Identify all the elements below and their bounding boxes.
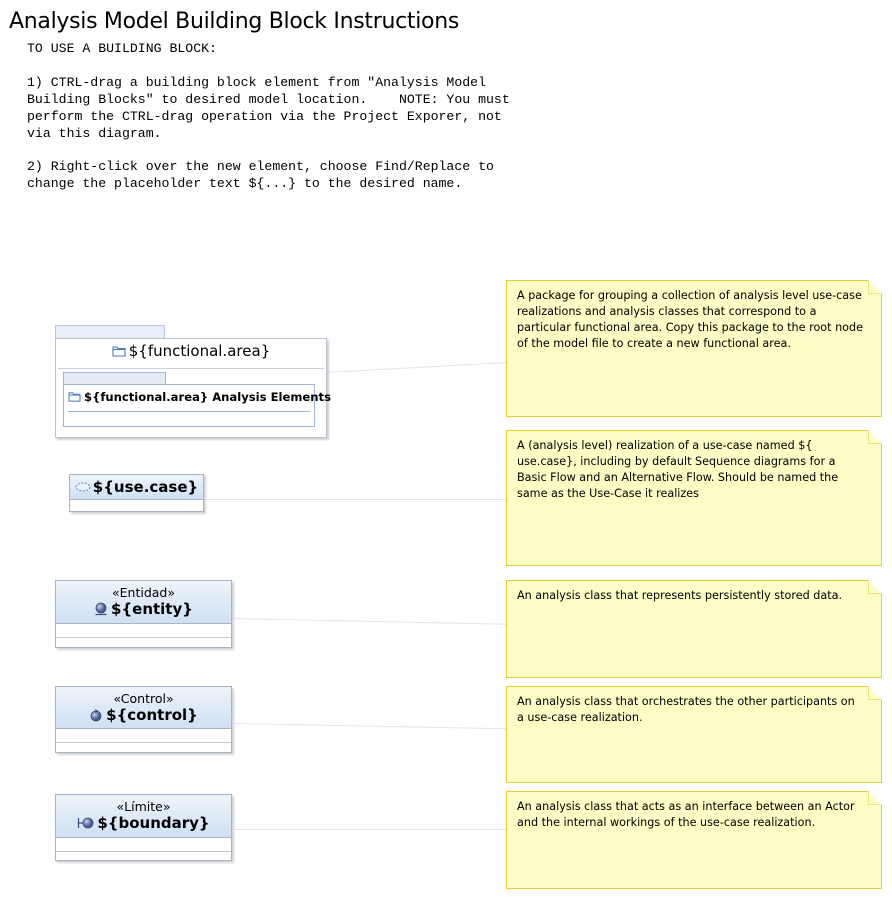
use-case-note-text: A (analysis level) realization of a use-…	[517, 439, 839, 500]
entity-icon	[95, 602, 107, 616]
control-class[interactable]: «Control» ${control}	[55, 686, 232, 753]
inner-package-header: ${functional.area} Analysis Elements	[68, 390, 331, 404]
boundary-note-text: An analysis class that acts as an interf…	[517, 800, 855, 829]
boundary-class[interactable]: «Límite» ${boundary}	[55, 794, 232, 861]
analysis-elements-package[interactable]: ${functional.area} Analysis Elements	[63, 384, 331, 427]
package-note-text: A package for grouping a collection of a…	[517, 289, 863, 350]
folder-icon	[112, 346, 126, 357]
control-name-row: ${control}	[56, 706, 231, 724]
note-fold-icon	[868, 686, 882, 700]
control-header: «Control» ${control}	[56, 687, 231, 729]
use-case-realization[interactable]: ${use.case}	[69, 474, 204, 512]
entity-name: ${entity}	[111, 600, 193, 618]
control-note-connector	[231, 723, 507, 730]
entity-header: «Entidad» ${entity}	[56, 581, 231, 624]
entity-note[interactable]: An analysis class that represents persis…	[506, 580, 882, 678]
package-tab	[55, 325, 165, 339]
use-case-name: ${use.case}	[92, 478, 199, 496]
control-name: ${control}	[106, 706, 198, 724]
entity-class[interactable]: «Entidad» ${entity}	[55, 580, 232, 648]
folder-icon	[68, 392, 81, 402]
diagram-title: Analysis Model Building Block Instructio…	[9, 9, 460, 34]
control-stereotype: «Control»	[113, 691, 174, 706]
control-icon	[90, 709, 102, 722]
control-note[interactable]: An analysis class that orchestrates the …	[506, 686, 882, 783]
use-case-note-connector	[204, 499, 507, 500]
boundary-header: «Límite» ${boundary}	[56, 795, 231, 838]
boundary-icon	[78, 817, 94, 829]
use-case-realization-icon	[75, 482, 91, 492]
package-header: ${functional.area}	[56, 342, 326, 360]
functional-area-package[interactable]: ${functional.area} ${functional.area} An…	[55, 338, 331, 438]
entity-name-row: ${entity}	[56, 600, 231, 618]
entity-stereotype: «Entidad»	[111, 585, 176, 600]
control-note-text: An analysis class that orchestrates the …	[517, 695, 855, 724]
entity-note-connector	[231, 618, 507, 625]
boundary-name: ${boundary}	[97, 814, 210, 832]
boundary-note[interactable]: An analysis class that acts as an interf…	[506, 791, 882, 889]
inner-package-divider	[68, 411, 310, 412]
package-name: ${functional.area}	[128, 342, 271, 360]
package-note[interactable]: A package for grouping a collection of a…	[506, 280, 882, 417]
boundary-stereotype: «Límite»	[116, 799, 171, 814]
entity-attributes-compartment	[56, 624, 231, 638]
control-attributes-compartment	[56, 729, 231, 743]
note-fold-icon	[868, 580, 882, 594]
package-note-connector	[327, 361, 507, 373]
entity-note-text: An analysis class that represents persis…	[517, 589, 842, 602]
note-fold-icon	[868, 280, 882, 294]
boundary-attributes-compartment	[56, 838, 231, 852]
use-case-note[interactable]: A (analysis level) realization of a use-…	[506, 430, 882, 566]
use-case-header: ${use.case}	[70, 475, 203, 500]
inner-package-name: ${functional.area} Analysis Elements	[84, 390, 331, 404]
boundary-name-row: ${boundary}	[56, 814, 231, 832]
note-fold-icon	[868, 430, 882, 444]
package-divider	[58, 368, 324, 369]
note-fold-icon	[868, 791, 882, 805]
instructions-text: TO USE A BUILDING BLOCK: 1) CTRL-drag a …	[27, 41, 510, 192]
boundary-note-connector	[232, 829, 507, 830]
